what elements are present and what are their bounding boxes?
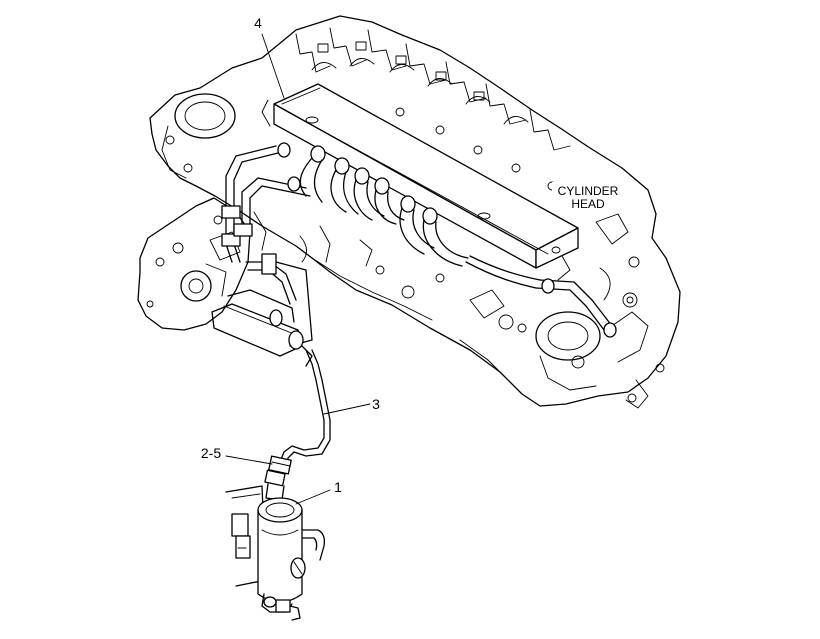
- fuel-line-tube: [279, 349, 331, 467]
- cylinder-head-label-line1: CYLINDER: [558, 184, 619, 198]
- callout-1: 1: [334, 479, 342, 495]
- fuel-filter-canister: [225, 485, 326, 621]
- fuel-manifold-assembly: [261, 83, 579, 281]
- fitting-assembly: [264, 455, 292, 501]
- leader-2-5: [225, 455, 273, 465]
- leader-1: [295, 489, 331, 505]
- fuel-filter-base: [211, 261, 313, 367]
- label-backdrop: [552, 182, 624, 212]
- callout-3: 3: [372, 396, 380, 412]
- callout-leaders: [225, 33, 371, 505]
- cylinder-head-label-line2: HEAD: [571, 197, 605, 211]
- supply-return-pipes: [221, 142, 311, 305]
- callout-4: 4: [254, 15, 262, 31]
- injector-fuel-lines: [299, 145, 617, 338]
- leader-4: [261, 33, 285, 99]
- leader-3: [323, 403, 371, 415]
- callout-2-5: 2-5: [201, 445, 221, 461]
